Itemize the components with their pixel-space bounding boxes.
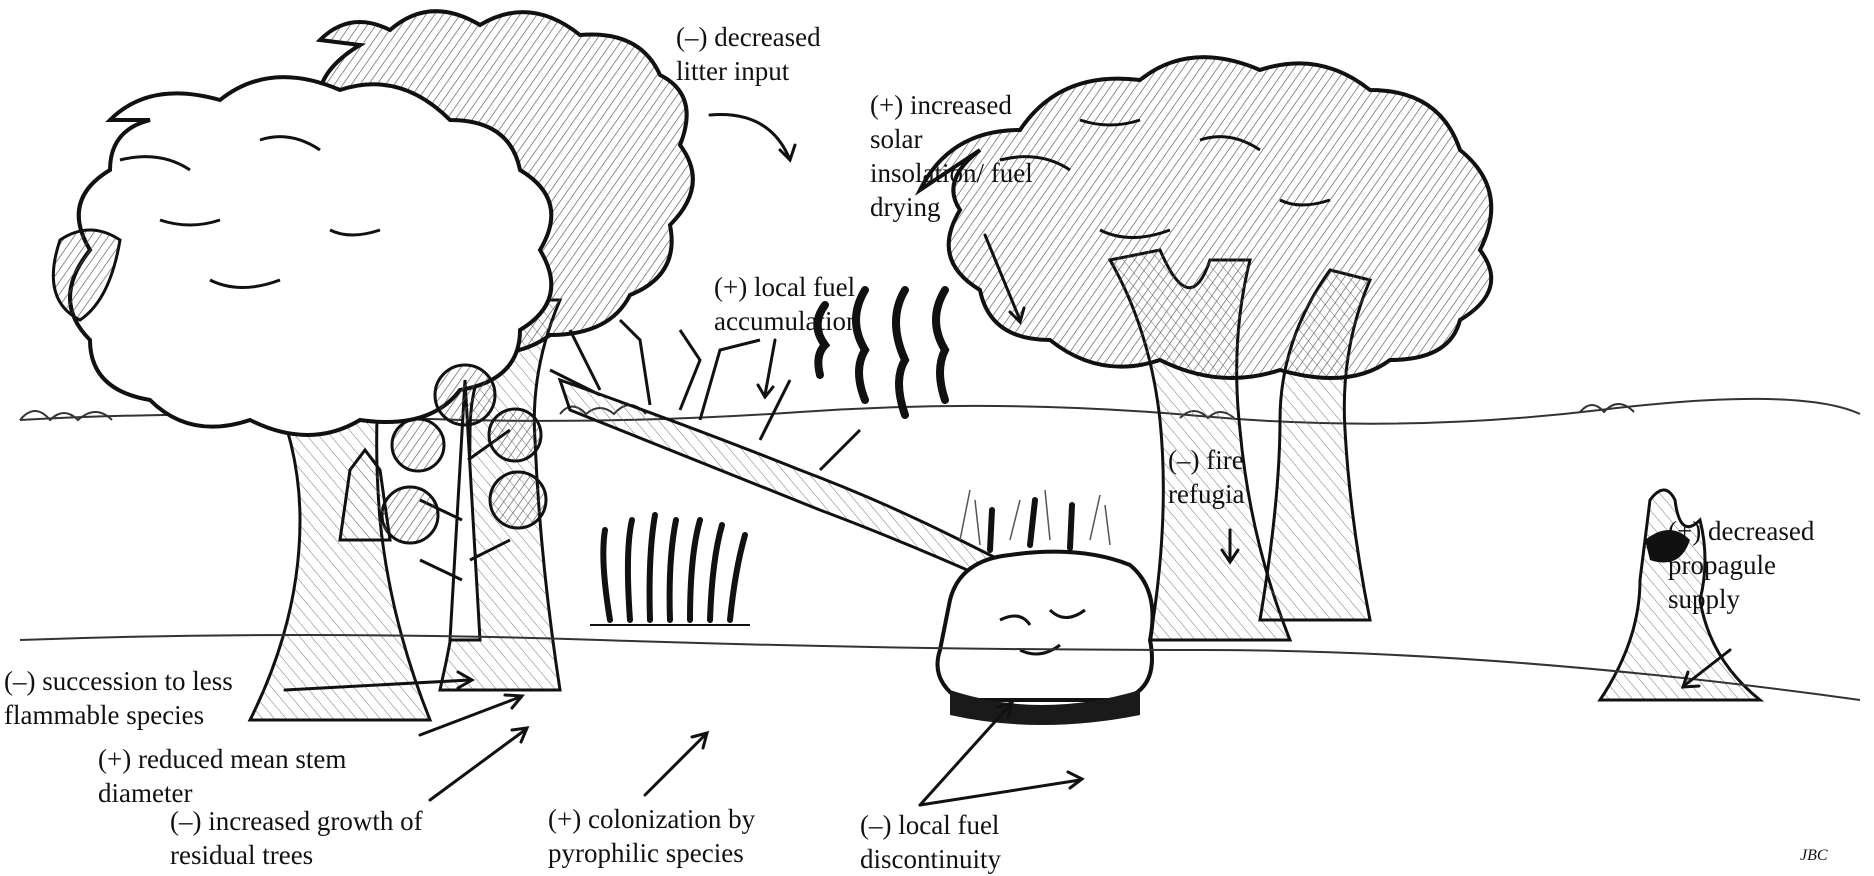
label-increased-solar-insolation: (+) increased solar insolation/ fuel dry… xyxy=(870,88,1033,224)
label-local-fuel-discontinuity: (–) local fuel discontinuity xyxy=(860,808,1001,876)
label-colonization-pyrophilic-species: (+) colonization by pyrophilic species xyxy=(548,802,755,870)
arrow-colonization xyxy=(645,735,705,795)
fallen-tree xyxy=(550,320,1000,580)
label-increased-growth-residual-trees: (–) increased growth of residual trees xyxy=(170,804,423,872)
label-decreased-propagule-supply: (+) decreased propagule supply xyxy=(1668,514,1814,616)
label-decreased-litter-input: (–) decreased litter input xyxy=(676,20,821,88)
label-succession-less-flammable: (–) succession to less flammable species xyxy=(4,664,233,732)
label-local-fuel-accumulation: (+) local fuel accumulation xyxy=(714,270,859,338)
artist-signature: JBC xyxy=(1800,847,1828,864)
label-reduced-mean-stem-diameter: (+) reduced mean stem diameter xyxy=(98,742,346,810)
arrow-litter xyxy=(710,115,790,160)
arrow-stem xyxy=(420,697,520,735)
arrow-growth xyxy=(430,730,525,800)
label-fire-refugia: (–) fire refugia xyxy=(1168,443,1244,511)
pyrophilic-grass xyxy=(590,515,750,625)
arrow-discontinuity-1 xyxy=(920,705,1010,805)
arrow-discontinuity-2 xyxy=(920,780,1080,805)
refugia-mound xyxy=(938,490,1153,725)
